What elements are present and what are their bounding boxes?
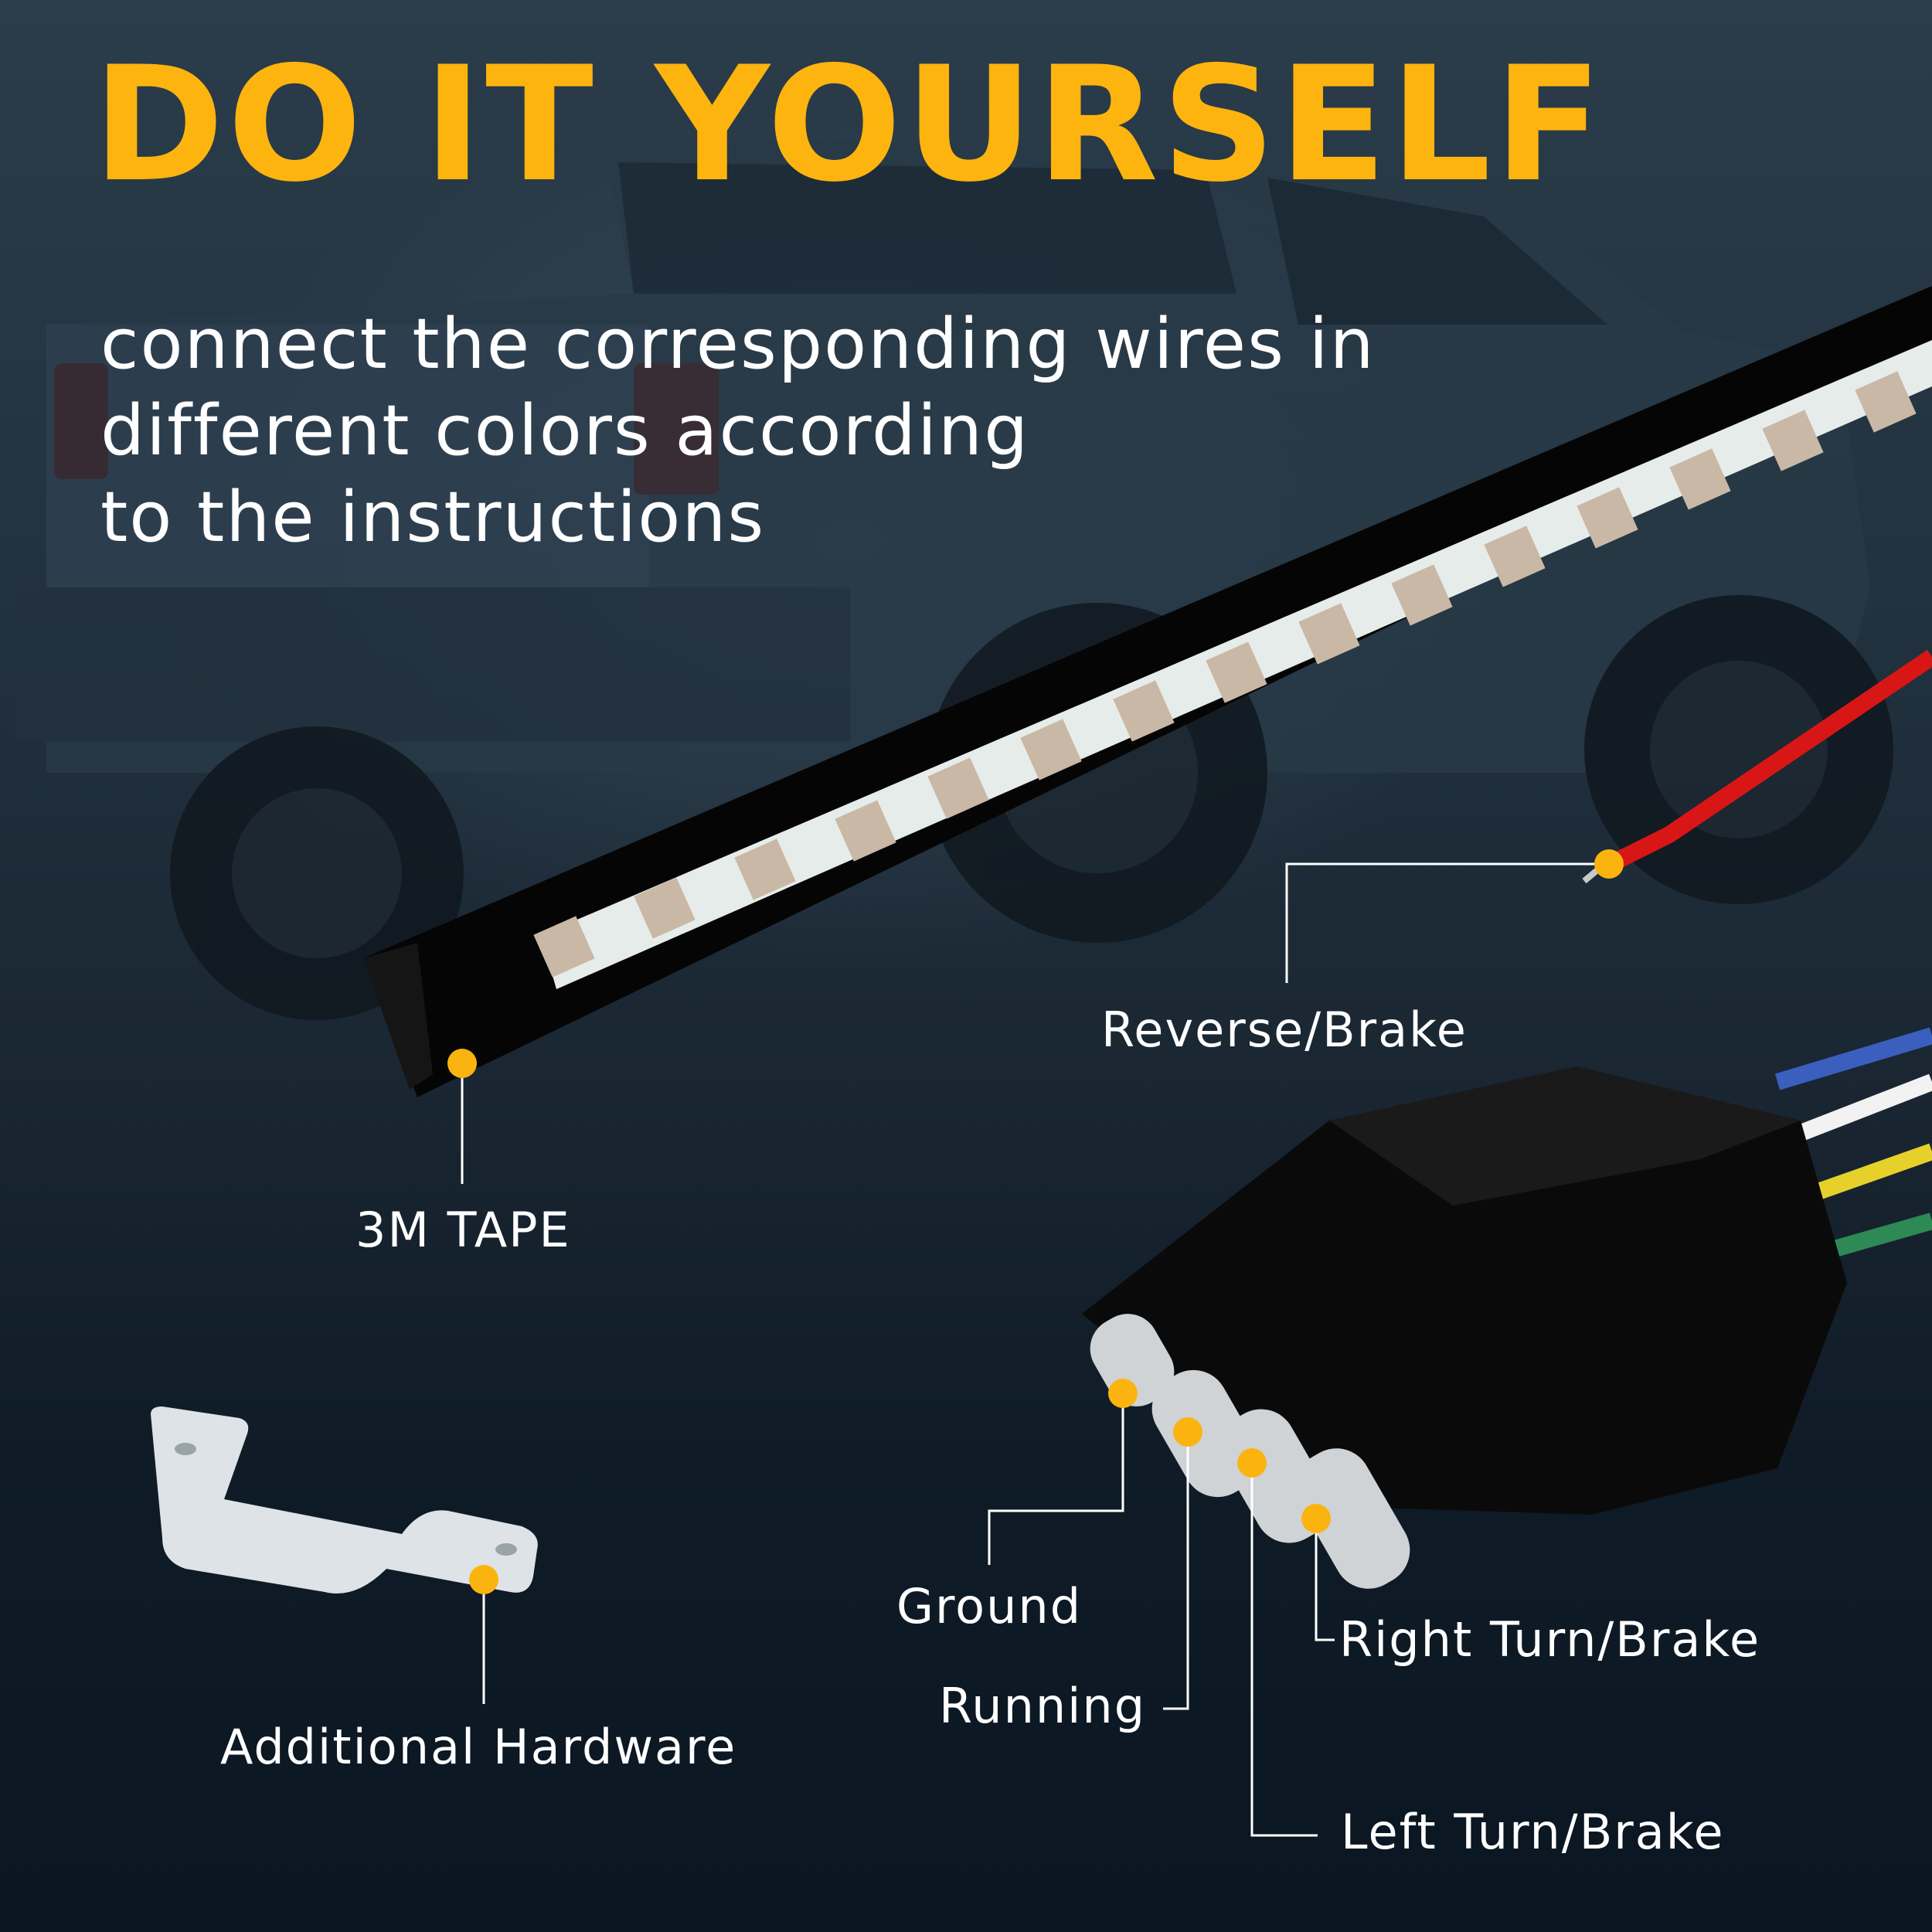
left-turn-marker xyxy=(1237,1448,1267,1478)
led-strip xyxy=(363,286,1932,1097)
reverse-brake-label: Reverse/Brake xyxy=(1101,1002,1468,1058)
left-turn-label: Left Turn/Brake xyxy=(1341,1804,1725,1860)
right-turn-leader xyxy=(1315,1519,1335,1641)
running-leader xyxy=(1163,1432,1189,1710)
tape-label: 3M TAPE xyxy=(355,1202,571,1258)
hardware-marker xyxy=(469,1565,498,1594)
reverse-brake-marker xyxy=(1594,849,1624,879)
right-turn-label: Right Turn/Brake xyxy=(1339,1611,1761,1668)
right-turn-marker xyxy=(1301,1504,1331,1533)
ground-label: Ground xyxy=(896,1578,1083,1634)
reverse-brake-leader xyxy=(1285,862,1609,983)
instructions-text: connect the corresponding wires in diffe… xyxy=(100,304,1376,558)
ground-marker xyxy=(1108,1379,1138,1408)
page-title: DO IT YOURSELF xyxy=(93,33,1606,217)
hardware-label: Additional Hardware xyxy=(220,1719,737,1775)
running-marker xyxy=(1173,1417,1202,1447)
running-label: Running xyxy=(939,1678,1147,1734)
tape-marker xyxy=(447,1049,477,1078)
left-turn-leader xyxy=(1250,1463,1318,1837)
mounting-clip xyxy=(151,1406,538,1594)
ground-leader xyxy=(988,1393,1124,1565)
